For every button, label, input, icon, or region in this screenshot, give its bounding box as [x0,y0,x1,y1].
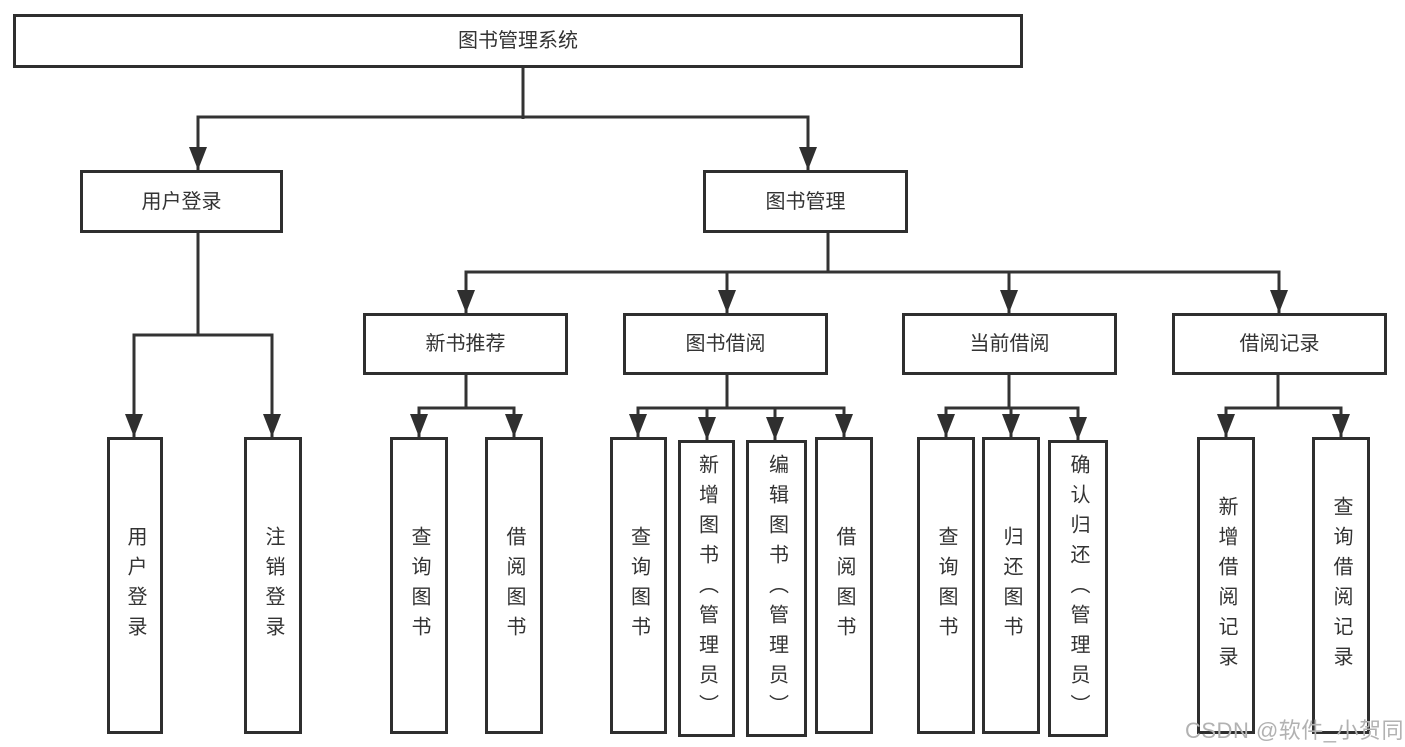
node-label: 当前借阅 [969,333,1050,355]
arrowhead-down-icon [718,290,736,313]
node-label: 查询借阅记录 [1330,495,1352,676]
arrowhead-down-icon [937,414,955,437]
node-library-management-system: 图书管理系统 [13,14,1023,68]
arrowhead-down-icon [629,414,647,437]
node-label: 用户登录 [141,190,222,213]
node-label: 借阅图书 [833,525,855,646]
node-label: 查询图书 [935,525,957,646]
arrowhead-down-icon [698,417,716,440]
node-label: 图书管理 [765,190,846,213]
node-label: 新增图书（管理员） [695,453,718,724]
arrowhead-down-icon [410,414,428,437]
arrowhead-down-icon [1270,290,1288,313]
node-book-borrowing: 图书借阅 [623,313,828,375]
arrowhead-down-icon [263,414,281,437]
node-label: 归还图书 [1000,525,1022,646]
leaf-edit-books-admin: 编辑图书（管理员） [746,440,807,737]
arrowhead-down-icon [835,414,853,437]
leaf-query-borrow-record: 查询借阅记录 [1312,437,1370,734]
arrowhead-down-icon [799,147,817,170]
arrowhead-down-icon [1000,290,1018,313]
leaf-query-books-borrowing: 查询图书 [610,437,667,734]
arrowhead-down-icon [1217,414,1235,437]
arrowhead-down-icon [766,417,784,440]
node-label: 查询图书 [408,525,430,646]
node-label: 图书借阅 [685,333,766,355]
node-label: 确认归还（管理员） [1067,453,1089,724]
arrowhead-down-icon [457,290,475,313]
leaf-borrow-books-recommend: 借阅图书 [485,437,543,734]
csdn-watermark: CSDN @软件_小贺同学 [1185,718,1405,743]
leaf-return-books: 归还图书 [982,437,1040,734]
node-new-book-recommendation: 新书推荐 [363,313,568,375]
arrowhead-down-icon [1002,414,1020,437]
leaf-add-borrow-record: 新增借阅记录 [1197,437,1255,734]
leaf-query-books-current: 查询图书 [917,437,975,734]
arrowhead-down-icon [1069,417,1087,440]
node-borrowing-records: 借阅记录 [1172,313,1387,375]
node-label: 用户登录 [124,525,146,646]
node-label: 新书推荐 [425,333,506,355]
node-book-management: 图书管理 [703,170,908,233]
node-label: 查询图书 [627,525,650,646]
node-label: 编辑图书（管理员） [765,453,788,724]
leaf-confirm-return-admin: 确认归还（管理员） [1048,440,1108,737]
arrowhead-down-icon [125,414,143,437]
node-label: 借阅图书 [503,525,525,646]
leaf-query-books-recommend: 查询图书 [390,437,448,734]
leaf-logout: 注销登录 [244,437,302,734]
node-label: 注销登录 [262,525,284,646]
arrowhead-down-icon [189,147,207,170]
leaf-borrow-books-borrowing: 借阅图书 [815,437,873,734]
node-current-borrowing: 当前借阅 [902,313,1117,375]
node-label: 借阅记录 [1239,333,1320,355]
leaf-add-books-admin: 新增图书（管理员） [678,440,735,737]
arrowhead-down-icon [1332,414,1350,437]
node-label: 图书管理系统 [458,30,578,52]
node-user-login: 用户登录 [80,170,283,233]
leaf-user-login: 用户登录 [107,437,163,734]
node-label: 新增借阅记录 [1215,495,1237,676]
arrowhead-down-icon [505,414,523,437]
